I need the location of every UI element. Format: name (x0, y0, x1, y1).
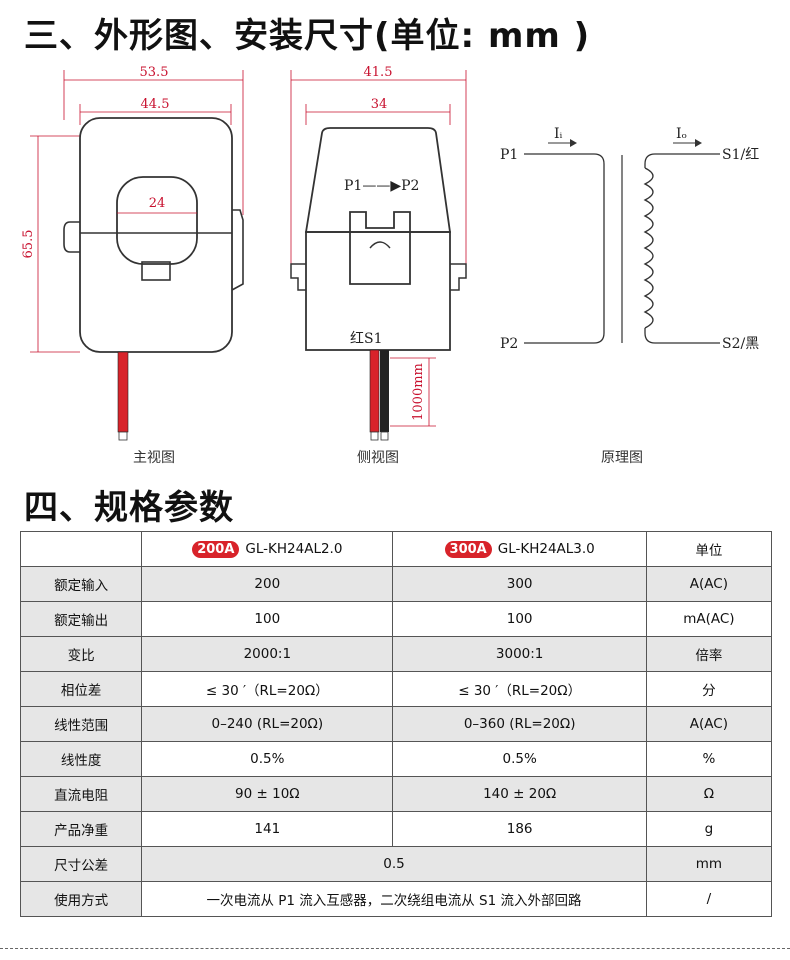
dim-front-inner-width: 44.5 (141, 97, 170, 112)
principle-ii: Iᵢ (554, 126, 563, 142)
table-row: 相位差≤ 30 ′（RL=20Ω）≤ 30 ′（RL=20Ω）分 (19, 671, 773, 707)
dim-side-inner-width: 34 (371, 97, 388, 112)
front-view: 53.5 44.5 65.5 24 主视图 (21, 65, 244, 466)
dim-hole: 24 (149, 196, 166, 211)
side-direction-label: P1——▶P2 (344, 178, 419, 194)
dim-front-height: 65.5 (21, 230, 36, 259)
unit-header: 单位 (645, 531, 773, 567)
model-1-badge: 200A (192, 540, 240, 558)
section-4-title: 四、规格参数 (24, 488, 234, 528)
principle-caption: 原理图 (601, 450, 643, 466)
dashed-divider (0, 948, 790, 949)
side-caption: 侧视图 (357, 450, 399, 466)
dim-side-outer-width: 41.5 (364, 65, 393, 80)
principle-s2: S2/黑 (722, 336, 759, 352)
principle-s1: S1/红 (722, 147, 759, 163)
dim-wire-length: 1000mm (411, 363, 426, 421)
drawings: 53.5 44.5 65.5 24 主视图 41.5 34 (21, 65, 759, 466)
side-view: 41.5 34 P1——▶P2 红S1 1000mm 侧视图 (290, 65, 467, 466)
spec-table: 200A GL-KH24AL2.0 300A GL-KH24AL3.0 单位 额定输… (19, 531, 773, 917)
principle-p1: P1 (500, 147, 518, 163)
principle-io: Iₒ (676, 126, 687, 142)
front-caption: 主视图 (133, 450, 175, 466)
model-2-name: GL-KH24AL3.0 (497, 540, 595, 557)
model-1-name: GL-KH24AL2.0 (245, 540, 343, 557)
dim-front-outer-width: 53.5 (140, 65, 169, 80)
section-3-title: 三、外形图、安装尺寸(单位: mm ) (24, 16, 591, 56)
principle-p2: P2 (500, 336, 518, 352)
principle-diagram: P1 P2 S1/红 S2/黑 Iᵢ Iₒ 原理图 (500, 126, 759, 466)
table-row: 使用方式一次电流从 P1 流入互感器，二次绕组电流从 S1 流入外部回路/ (19, 881, 773, 917)
side-wire-label: 红S1 (350, 331, 383, 347)
model-2-badge: 300A (444, 540, 492, 558)
table-header: 200A GL-KH24AL2.0 300A GL-KH24AL3.0 单位 (19, 531, 773, 567)
